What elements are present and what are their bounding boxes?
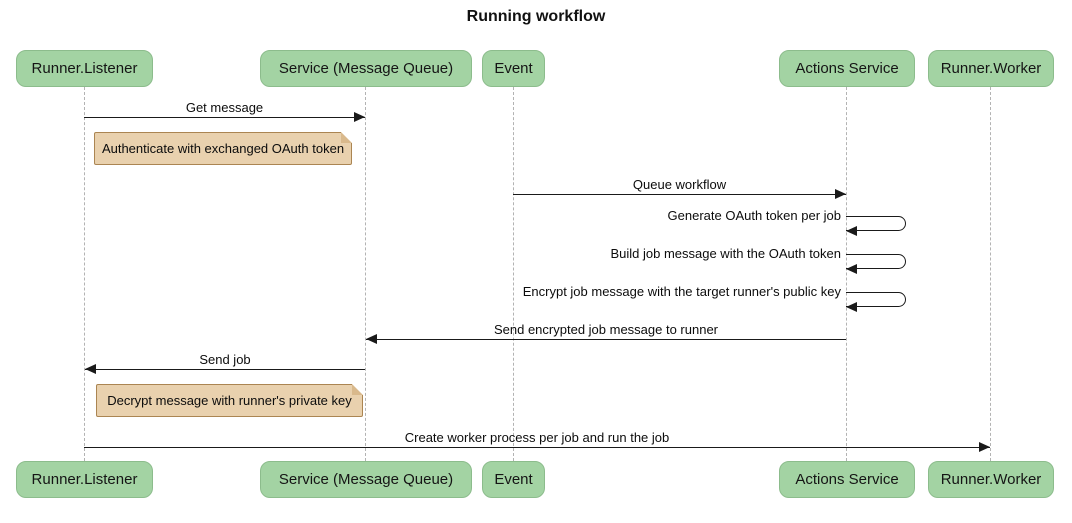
actor-bottom-service-message-queue: Service (Message Queue) (260, 461, 472, 498)
arrowhead-right-icon (835, 189, 846, 199)
actor-top-runner-listener: Runner.Listener (16, 50, 153, 87)
lifeline-event (513, 87, 514, 461)
note-label: Authenticate with exchanged OAuth token (101, 141, 345, 156)
note-decrypt-message: Decrypt message with runner's private ke… (96, 384, 363, 417)
actor-top-event: Event (482, 50, 545, 87)
actor-top-service-message-queue: Service (Message Queue) (260, 50, 472, 87)
lifeline-actions-service (846, 87, 847, 461)
message-create-worker-process: Create worker process per job and run th… (84, 430, 990, 452)
actor-bottom-runner-listener: Runner.Listener (16, 461, 153, 498)
note-fold-corner-icon (352, 384, 363, 395)
diagram-title: Running workflow (466, 8, 606, 25)
message-queue-workflow: Queue workflow (513, 177, 846, 199)
message-label: Build job message with the OAuth token (610, 246, 841, 261)
message-label: Encrypt job message with the target runn… (522, 284, 841, 299)
arrowhead-left-icon (846, 226, 857, 236)
actor-bottom-actions-service: Actions Service (779, 461, 915, 498)
self-message-build-job-message: Build job message with the OAuth token (610, 246, 906, 274)
note-label: Decrypt message with runner's private ke… (107, 393, 352, 408)
lifeline-runner-worker (990, 87, 991, 461)
arrowhead-left-icon (366, 334, 377, 344)
lifeline-service-message-queue (365, 87, 366, 461)
message-label: Send job (199, 352, 251, 367)
arrowhead-right-icon (354, 112, 365, 122)
message-label: Generate OAuth token per job (667, 208, 841, 223)
arrowhead-right-icon (979, 442, 990, 452)
message-label: Create worker process per job and run th… (404, 430, 670, 445)
actor-bottom-runner-worker: Runner.Worker (928, 461, 1054, 498)
self-message-generate-oauth-token: Generate OAuth token per job (668, 208, 906, 236)
message-get-message: Get message (84, 100, 365, 122)
actor-top-actions-service: Actions Service (779, 50, 915, 87)
arrowhead-left-icon (846, 264, 857, 274)
lifeline-runner-listener (84, 87, 85, 461)
message-send-encrypted-job-message: Send encrypted job message to runner (366, 322, 846, 344)
actor-bottom-event: Event (482, 461, 545, 498)
message-label: Send encrypted job message to runner (493, 322, 719, 337)
note-authenticate-oauth: Authenticate with exchanged OAuth token (94, 132, 352, 165)
arrowhead-left-icon (85, 364, 96, 374)
note-fold-corner-icon (341, 132, 352, 143)
message-send-job: Send job (85, 352, 365, 374)
arrowhead-left-icon (846, 302, 857, 312)
actor-top-runner-worker: Runner.Worker (928, 50, 1054, 87)
self-message-encrypt-job-message: Encrypt job message with the target runn… (523, 284, 906, 312)
message-label: Queue workflow (632, 177, 727, 192)
message-label: Get message (185, 100, 264, 115)
